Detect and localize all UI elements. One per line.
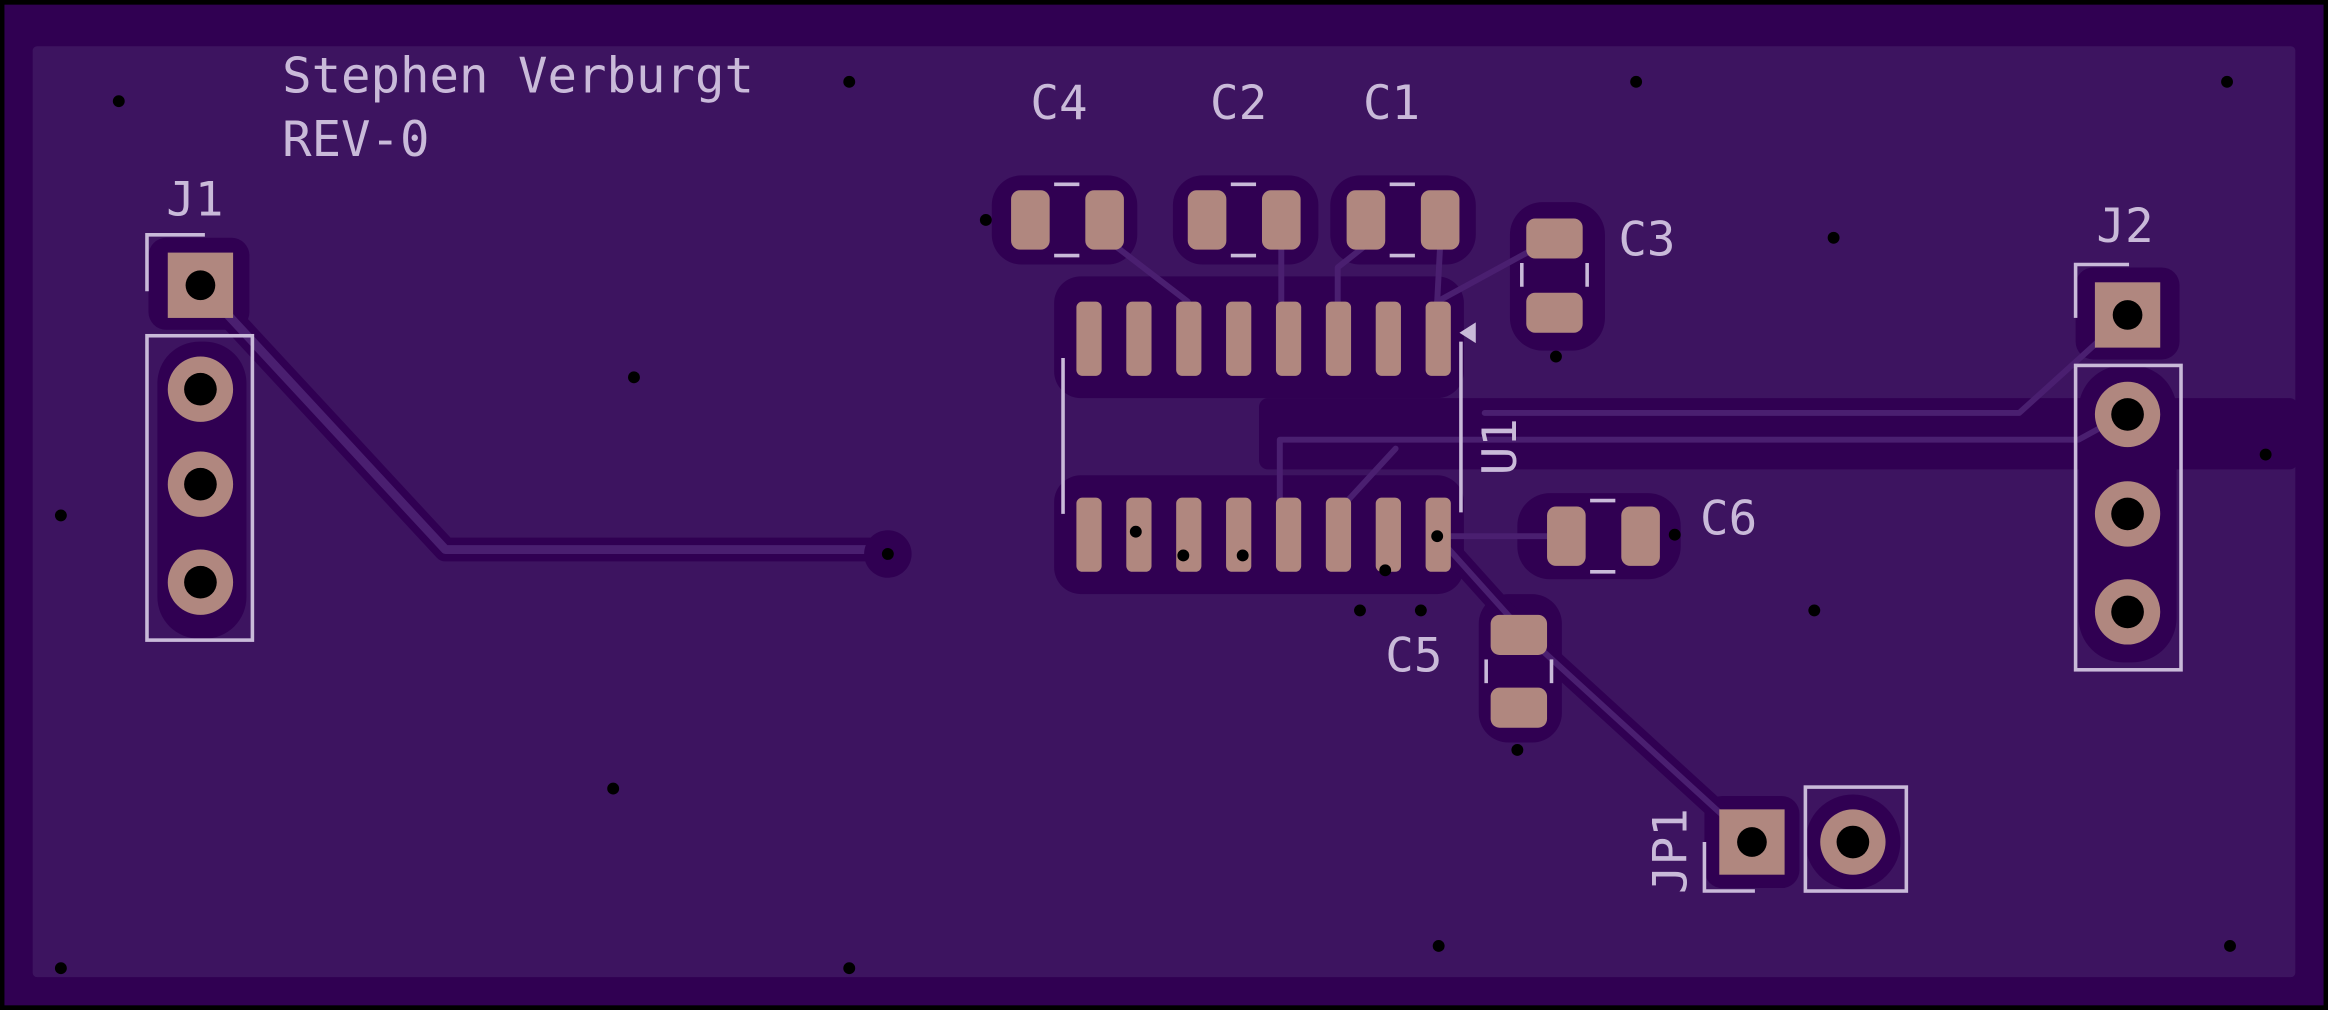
via-icon [1431, 530, 1444, 543]
via-icon [1236, 549, 1249, 562]
u1-pad [1126, 301, 1152, 376]
c2-label: C2 [1210, 76, 1267, 131]
via-icon [1432, 940, 1445, 952]
via-icon [843, 75, 856, 88]
via-icon [1668, 528, 1681, 541]
revision-label: REV-0 [282, 111, 429, 168]
via-icon [1511, 744, 1524, 756]
u1-pad [1076, 301, 1102, 376]
u1-pad [1176, 497, 1202, 572]
via-icon [2221, 75, 2233, 88]
vias [54, 75, 2272, 975]
ic-u1[interactable]: U1 [1061, 301, 1528, 572]
via-icon [843, 962, 856, 975]
via-icon [979, 214, 992, 226]
author-label: Stephen Verburgt [282, 47, 754, 104]
c3-label: C3 [1618, 213, 1675, 268]
capacitor-c6[interactable]: C6 [1547, 492, 1757, 574]
j1-label: J1 [166, 172, 223, 227]
c1-label: C1 [1363, 76, 1420, 131]
capacitor-c2[interactable]: C2 [1187, 76, 1301, 258]
via-icon [1827, 231, 1840, 244]
jp1-label: JP1 [1644, 808, 1699, 894]
jumper-jp1[interactable]: JP1 [1644, 785, 1909, 894]
u1-pad [1076, 497, 1102, 572]
u1-pad [1275, 301, 1302, 376]
via-icon [54, 962, 67, 975]
u1-label: U1 [1473, 418, 1528, 475]
via-icon [54, 509, 67, 522]
capacitor-c5[interactable]: C5 [1385, 614, 1554, 728]
via-icon [607, 782, 620, 795]
via-icon [881, 548, 894, 560]
via-icon [628, 371, 640, 384]
via-icon [1414, 604, 1427, 617]
u1-pad [1226, 301, 1252, 376]
via-icon [1808, 604, 1821, 617]
capacitor-c3[interactable]: C3 [1520, 213, 1676, 333]
u1-pad [1226, 497, 1252, 572]
u1-pad [1425, 301, 1451, 376]
via-icon [1630, 75, 1643, 88]
pin1-marker-icon [1459, 322, 1476, 344]
via-icon [1354, 604, 1366, 617]
via-icon [2259, 448, 2272, 461]
u1-pad [1375, 497, 1401, 572]
u1-pad [1176, 301, 1202, 376]
c6-label: C6 [1700, 492, 1757, 547]
j2-label: J2 [2096, 199, 2153, 254]
c5-label: C5 [1385, 628, 1442, 683]
via-icon [1550, 350, 1562, 363]
via-icon [112, 95, 125, 108]
c4-label: C4 [1030, 76, 1087, 131]
via-icon [1129, 525, 1142, 538]
capacitor-c4[interactable]: C4 [1011, 76, 1124, 258]
capacitor-c1[interactable]: C1 [1346, 76, 1460, 258]
connector-j2[interactable]: J2 [2073, 199, 2183, 672]
u1-pad [1375, 301, 1401, 376]
connector-j1[interactable]: J1 [145, 172, 255, 642]
u1-pad [1325, 497, 1352, 572]
u1-pad [1275, 497, 1302, 572]
via-icon [1177, 549, 1190, 562]
via-icon [1379, 564, 1392, 577]
u1-pad [1325, 301, 1352, 376]
via-icon [2224, 940, 2236, 952]
